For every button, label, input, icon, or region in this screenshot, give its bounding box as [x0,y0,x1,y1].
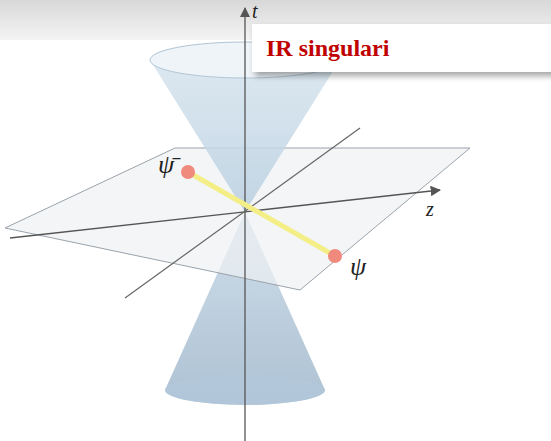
psi-dot [328,249,342,263]
axis-label: z [426,198,434,221]
spacelike-separation [188,172,335,256]
x-axis [125,128,360,298]
callout-box-shape [252,24,551,72]
callout-text: IR singulari [266,35,389,62]
z-axis [10,190,440,238]
callout-box: IR singulari [252,24,551,72]
psibar-dot [181,165,195,179]
axis-label: t [252,0,258,23]
field-label: ψ̄ [158,150,174,180]
t-axis [244,8,245,441]
field-label: ψ [350,252,366,282]
